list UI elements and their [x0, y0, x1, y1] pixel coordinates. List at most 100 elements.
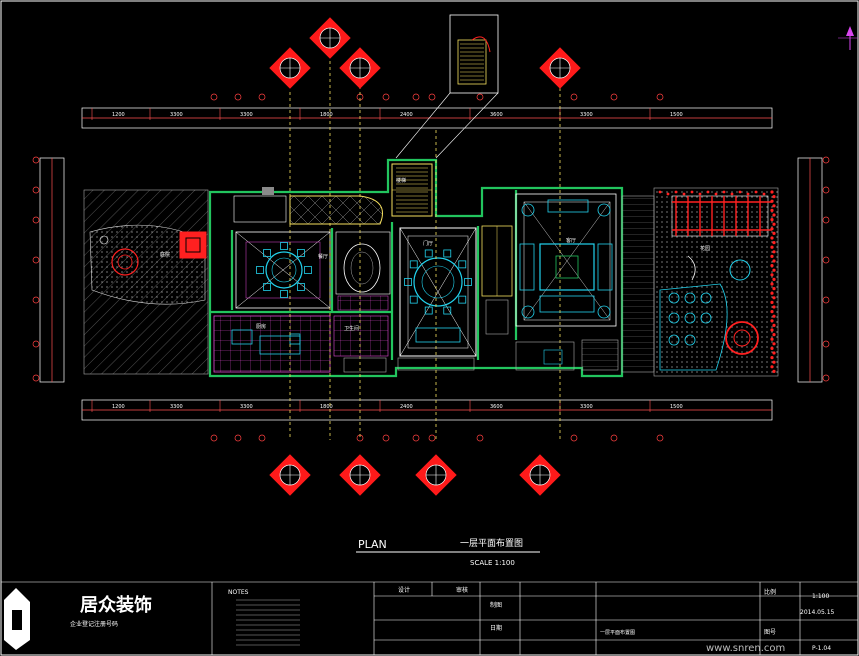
chair: [263, 249, 271, 257]
axis-bubble: [822, 156, 830, 164]
hedge-shrub: [770, 310, 774, 314]
company-line: 企业登记注册号码: [70, 620, 118, 628]
garden-chair: [668, 334, 680, 346]
hedge-shrub: [772, 360, 776, 364]
date-value: 2014.05.15: [800, 609, 835, 616]
hedge-shrub: [706, 190, 710, 194]
hedge-shrub: [690, 190, 694, 194]
chair: [404, 278, 412, 286]
hedge-shrub: [754, 190, 758, 194]
north-arrow-icon: [838, 26, 858, 50]
living-room: [399, 227, 477, 357]
scale-text: SCALE 1:100: [470, 559, 515, 567]
axis-bubbles-bottom: [210, 434, 664, 442]
axis-bubble: [234, 93, 242, 101]
hedge-shrub: [746, 192, 750, 196]
garden-chair: [700, 312, 712, 324]
entry-porch: [233, 187, 383, 225]
dimension-label: 2400: [400, 112, 413, 118]
chair: [443, 249, 452, 258]
axis-bubble: [234, 434, 242, 442]
hedge-shrub: [770, 190, 774, 194]
hedge-shrub: [772, 204, 776, 208]
hedge-shrub: [770, 254, 774, 258]
axis-bubble: [382, 434, 390, 442]
label-courtyard: 庭院: [160, 251, 170, 258]
stair-detail-inset: [395, 14, 499, 159]
hedge-shrub: [770, 218, 774, 222]
hedge-shrub: [770, 208, 774, 212]
dimension-label: 3300: [170, 112, 183, 118]
dimension-label: 3300: [580, 404, 593, 410]
hedge-shrub: [770, 264, 774, 268]
hedge-shrub: [772, 287, 776, 291]
hedge-shrub: [772, 369, 776, 373]
hedge-shrub: [772, 314, 776, 318]
label-living: 客厅: [566, 237, 576, 244]
hedge-shrub: [772, 241, 776, 245]
hedge-shrub: [770, 356, 774, 360]
axis-bubble: [412, 93, 420, 101]
hedge-shrub: [770, 245, 774, 249]
garden-chair: [684, 334, 696, 346]
dimension-band-bottom: [81, 399, 773, 421]
dimension-label: 1500: [670, 112, 683, 118]
label-kitchen: 厨房: [256, 323, 266, 330]
label-garden: 花园: [700, 245, 710, 252]
chair: [409, 295, 418, 304]
utility-rooms: [397, 339, 619, 371]
axis-bubble: [476, 93, 484, 101]
dimension-label: 2400: [400, 404, 413, 410]
chair: [297, 249, 305, 257]
hedge-shrub: [772, 333, 776, 337]
hedge-shrub: [772, 268, 776, 272]
chair: [263, 283, 271, 291]
company-logo-icon: [4, 588, 30, 650]
hedge-shrub: [674, 190, 678, 194]
axis-bubble: [32, 216, 40, 224]
dimension-band-top: [81, 107, 773, 129]
axis-bubble: [382, 93, 390, 101]
chair: [304, 266, 312, 274]
hedge-shrub: [772, 222, 776, 226]
hedge-shrub: [772, 259, 776, 263]
hedge-shrub: [738, 190, 742, 194]
axis-bubble: [32, 374, 40, 382]
hedge-shrub: [772, 277, 776, 281]
drawing-title: 一层平面布置图: [460, 537, 523, 549]
garden-chair: [668, 312, 680, 324]
kitchen: [213, 315, 389, 373]
corridor: [481, 225, 513, 335]
hedge-shrub: [714, 192, 718, 196]
courtyard-area: [83, 189, 209, 375]
dimension-label: 3300: [240, 404, 253, 410]
hedge-shrub: [770, 328, 774, 332]
axis-bubble: [32, 186, 40, 194]
axis-bubble: [570, 93, 578, 101]
hedge-shrub: [770, 227, 774, 231]
dimension-label: 1800: [320, 404, 333, 410]
scale-value: 1:100: [812, 593, 829, 600]
foyer: [335, 231, 391, 311]
hedge-shrub: [762, 192, 766, 196]
hedge-shrub: [772, 213, 776, 217]
sofa-hall: [515, 193, 617, 327]
stair: [391, 163, 433, 217]
axis-bubble: [822, 340, 830, 348]
chair: [464, 278, 472, 286]
hedge-shrub: [770, 300, 774, 304]
dimension-label: 1800: [320, 112, 333, 118]
hedge-shrub: [772, 351, 776, 355]
hedge-shrub: [772, 323, 776, 327]
label-dining: 餐厅: [318, 253, 328, 260]
hedge-shrub: [722, 190, 726, 194]
garden-chair: [684, 312, 696, 324]
axis-bubble: [822, 216, 830, 224]
axis-bubble: [258, 93, 266, 101]
axis-bubble: [428, 434, 436, 442]
axis-bubble: [428, 93, 436, 101]
axis-bubble: [32, 340, 40, 348]
